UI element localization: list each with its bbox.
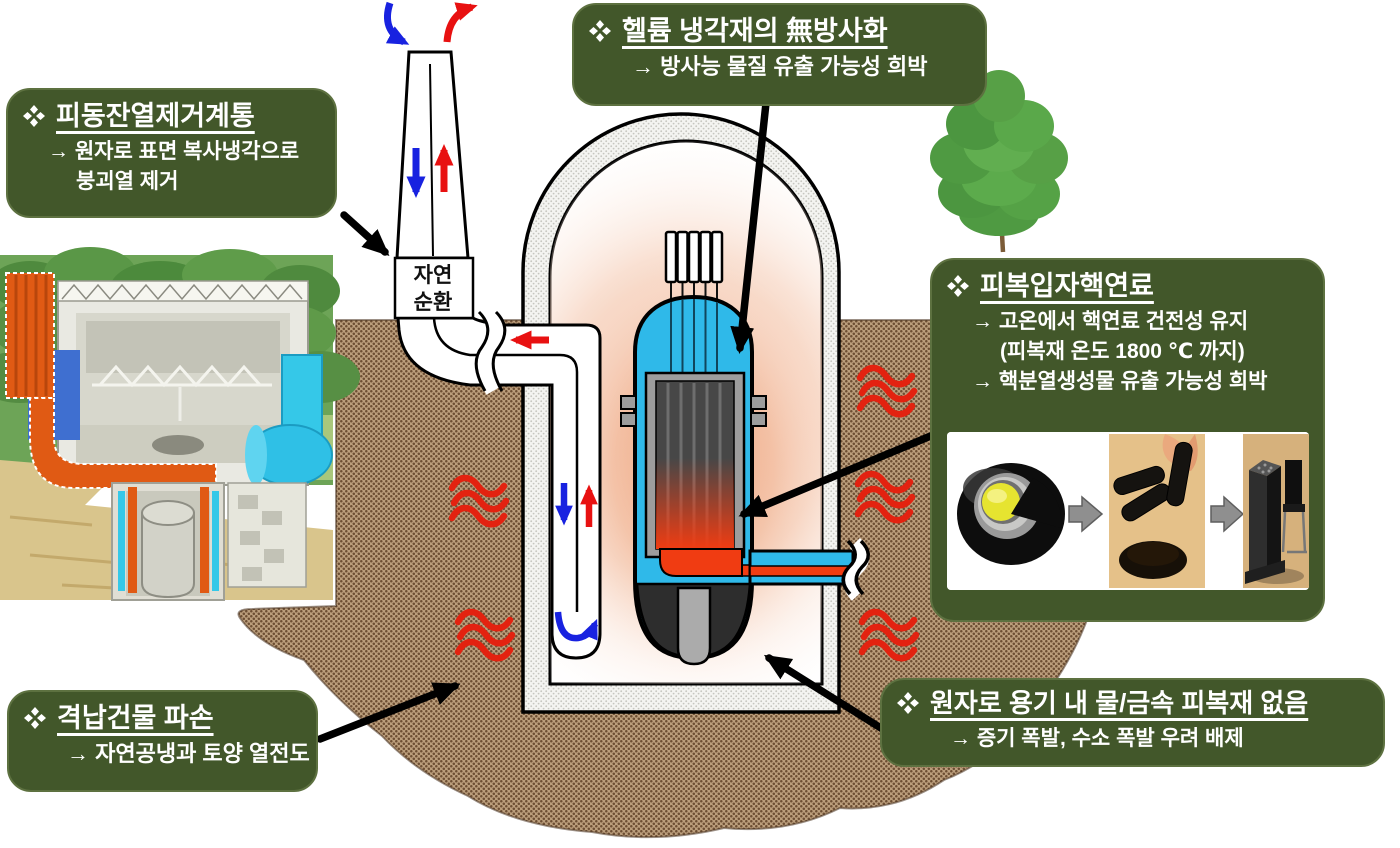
vessel-bottom-support: [676, 586, 712, 666]
chimney-label-line1: 자연: [413, 264, 453, 287]
callout-line: → 증기 폭발, 수소 폭발 우려 배제: [950, 727, 1244, 750]
callout-title: 피복입자핵연료: [980, 271, 1154, 301]
arrow-passive-heat-to-chimney: [340, 211, 390, 257]
diamond-bullet-icon: [23, 105, 45, 127]
callout-line: → 자연공냉과 토양 열전도: [67, 741, 310, 766]
chimney-label: 자연 순환: [397, 261, 469, 317]
callout-title-row: 헬륨 냉각재의 無방사화: [588, 15, 973, 47]
callout-title-row: 피복입자핵연료: [946, 270, 1311, 302]
callout-line: → 원자로 표면 복사냉각으로: [48, 140, 300, 163]
fuel-compacts-image: [1109, 434, 1205, 588]
callout-title-row: 피동잔열제거계통: [22, 100, 323, 132]
callout-line: → 방사능 물질 유출 가능성 희박: [632, 54, 928, 79]
callout-line: → 핵분열생성물 유출 가능성 희박: [972, 370, 1268, 393]
diamond-bullet-icon: [897, 692, 919, 714]
hot-core-zone: [656, 458, 734, 549]
callout-line: → 고온에서 핵연료 건전성 유지: [972, 310, 1249, 333]
hot-gas-elbow: [659, 548, 743, 577]
diamond-bullet-icon: [947, 275, 969, 297]
callout-title-row: 원자로 용기 내 물/금속 피복재 없음: [896, 687, 1371, 719]
chimney-label-box: [393, 256, 475, 320]
u-turn-flow-arrow: [554, 611, 598, 642]
process-arrow-icon: [1210, 495, 1245, 533]
callout-title-row: 격납건물 파손: [23, 702, 304, 734]
chimney-label-line2: 순환: [413, 291, 453, 314]
callout-passive-heat-removal: 피동잔열제거계통 → 원자로 표면 복사냉각으로 붕괴열 제거: [6, 88, 337, 218]
air-exhaust-arrow: [443, 2, 478, 43]
triso-particle-image: [957, 463, 1065, 565]
callout-line: 붕괴열 제거: [76, 170, 179, 193]
arrow-containment-to-wall: [316, 682, 461, 743]
fuel-block-image: [1243, 434, 1309, 588]
reactor-vessel: [620, 230, 855, 666]
callout-line: (피복재 온도 1800 ℃ 까지): [1000, 340, 1245, 363]
coaxial-outlet-pipe: [748, 538, 870, 601]
process-arrow-icon: [1068, 495, 1104, 533]
duct-break-icon: [474, 310, 490, 392]
diamond-bullet-icon: [589, 20, 611, 42]
callout-containment-damage: 격납건물 파손 → 자연공냉과 토양 열전도: [7, 690, 318, 792]
callout-title: 격납건물 파손: [57, 703, 214, 733]
diamond-bullet-icon: [24, 707, 46, 729]
chimney: [384, 1, 478, 320]
tree-icon: [930, 70, 1068, 253]
callout-coated-particle-fuel: 피복입자핵연료 → 고온에서 핵연료 건전성 유지 (피복재 온도 1800 ℃…: [930, 258, 1325, 622]
vessel-support-lugs: [620, 395, 767, 427]
callout-title: 원자로 용기 내 물/금속 피복재 없음: [930, 688, 1309, 718]
plant-cutaway-photo: [0, 247, 360, 601]
callout-no-water-metal: 원자로 용기 내 물/금속 피복재 없음 → 증기 폭발, 수소 폭발 우려 배…: [880, 678, 1385, 767]
callout-title: 헬륨 냉각재의 無방사화: [622, 16, 888, 46]
cooling-air-duct: [396, 306, 602, 660]
fuel-process-images: [947, 432, 1309, 590]
callout-helium-coolant: 헬륨 냉각재의 無방사화 → 방사능 물질 유출 가능성 희박: [572, 3, 987, 106]
pipe-break-icon: [841, 539, 857, 596]
arrow-helium-to-vessel: [730, 99, 770, 354]
callout-title: 피동잔열제거계통: [56, 101, 255, 131]
air-intake-arrow: [384, 1, 410, 46]
control-rod-drives: [664, 230, 724, 284]
arrow-fuel-to-core: [738, 431, 937, 518]
arrow-nowater-to-cavity: [763, 654, 888, 734]
fuel-image-panel: [947, 432, 1309, 590]
